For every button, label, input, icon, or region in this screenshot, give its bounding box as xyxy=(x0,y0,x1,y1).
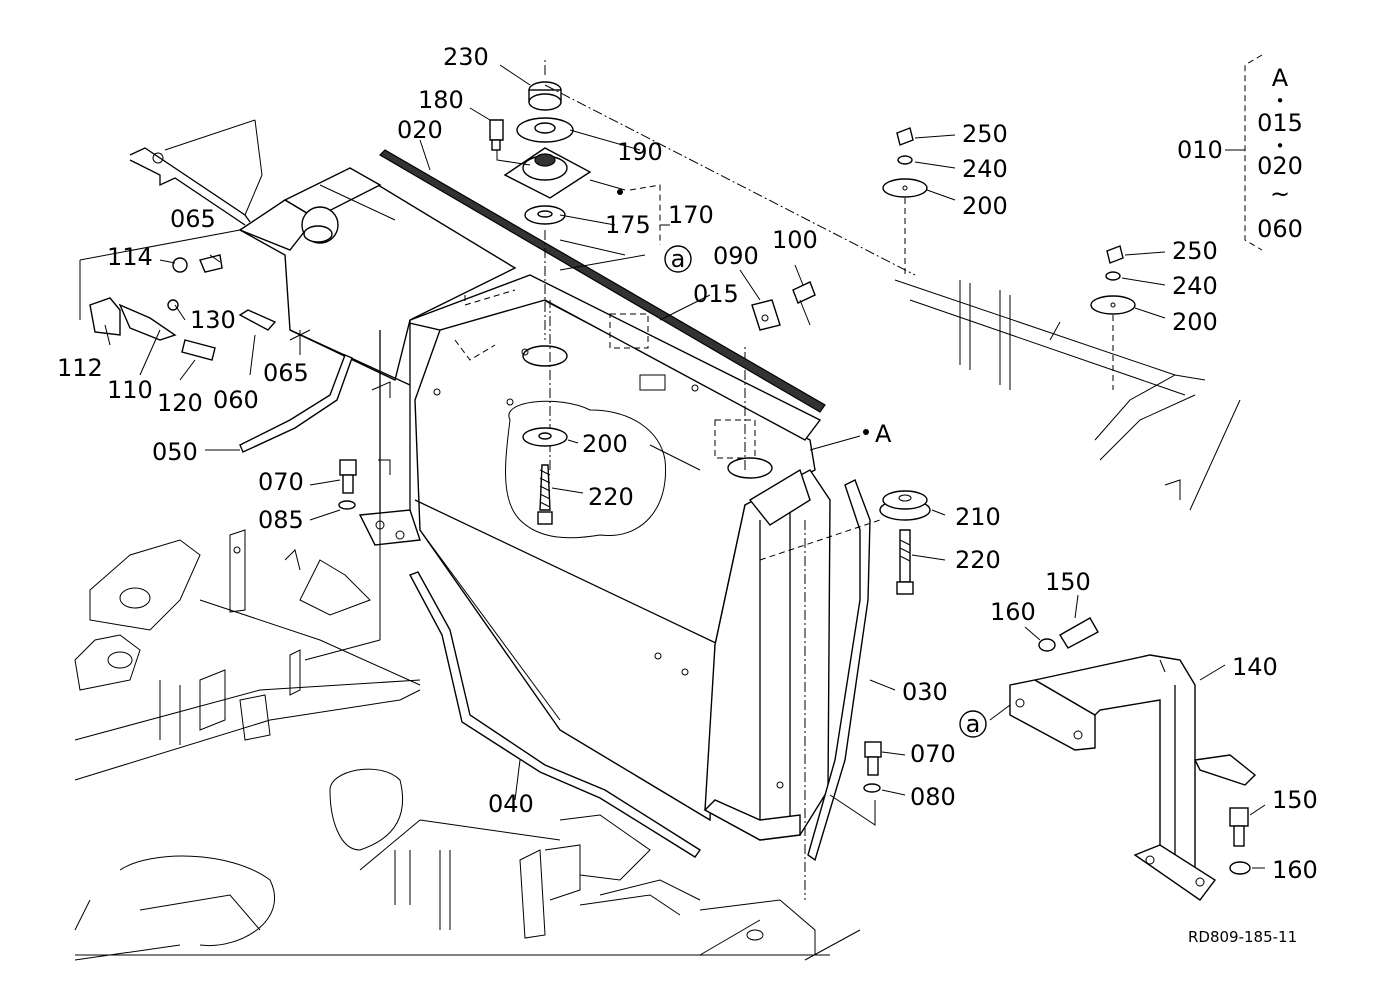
mount-callout xyxy=(505,400,667,539)
label-240-top: 240 xyxy=(962,155,1008,183)
seal-040 xyxy=(409,571,702,858)
bolt-220-right xyxy=(896,529,914,595)
label-190: 190 xyxy=(617,138,663,166)
shroud-box xyxy=(238,167,517,546)
label-065-bottom: 065 xyxy=(263,359,309,387)
label-150-top: 150 xyxy=(1045,568,1091,596)
legend-group-010: 010 xyxy=(1177,136,1223,164)
legend-separator-2: • xyxy=(1276,137,1285,155)
base-frame xyxy=(74,529,861,961)
legend-bracket xyxy=(1225,54,1263,251)
dot-170 xyxy=(617,189,623,195)
label-114: 114 xyxy=(107,243,153,271)
label-150-bottom: 150 xyxy=(1272,786,1318,814)
label-100: 100 xyxy=(772,226,818,254)
label-200-bottom: 200 xyxy=(1172,308,1218,336)
mount-210 xyxy=(879,490,931,521)
latch-bracket xyxy=(79,119,263,361)
mount-stack-top xyxy=(489,60,592,340)
mount-right-bottom xyxy=(1090,245,1136,390)
label-180: 180 xyxy=(418,86,464,114)
label-020: 020 xyxy=(397,116,443,144)
radiator-core xyxy=(402,274,831,841)
bolt-070-a xyxy=(339,459,357,494)
label-160-bottom: 160 xyxy=(1272,856,1318,884)
label-110: 110 xyxy=(107,376,153,404)
label-210: 210 xyxy=(955,503,1001,531)
label-060: 060 xyxy=(213,386,259,414)
label-160-top: 160 xyxy=(990,598,1036,626)
legend-item-020: 020 xyxy=(1257,152,1303,180)
circle-a-top: a xyxy=(664,245,692,273)
stay-140 xyxy=(1009,654,1257,901)
drawing-code: RD809-185-11 xyxy=(1188,928,1297,946)
legend-separator-1: • xyxy=(1276,92,1285,110)
bracket-090 xyxy=(751,281,816,331)
label-050: 050 xyxy=(152,438,198,466)
legend: 010 A • 015 • 020 ~ 060 xyxy=(1177,64,1303,243)
label-220-center: 220 xyxy=(588,483,634,511)
seal-030 xyxy=(807,479,871,862)
bolt-070-b xyxy=(864,741,882,776)
leader-lines xyxy=(104,64,1266,900)
label-085: 085 xyxy=(258,506,304,534)
legend-item-015: 015 xyxy=(1257,109,1303,137)
label-175: 175 xyxy=(605,211,651,239)
bolt-150-a xyxy=(1038,617,1099,652)
label-090: 090 xyxy=(713,242,759,270)
circle-a-bottom: a xyxy=(959,710,987,738)
dot-A xyxy=(863,429,869,435)
circle-a-bottom-text: a xyxy=(966,710,981,738)
label-030: 030 xyxy=(902,678,948,706)
label-250-bottom: 250 xyxy=(1172,237,1218,265)
part-labels: 230 180 020 190 170 175 065 114 130 112 … xyxy=(57,43,1318,884)
legend-item-060: 060 xyxy=(1257,215,1303,243)
seal-060 xyxy=(238,309,277,331)
label-170: 170 xyxy=(668,201,714,229)
label-140: 140 xyxy=(1232,653,1278,681)
label-250-top: 250 xyxy=(962,120,1008,148)
circle-a-top-text: a xyxy=(671,245,686,273)
label-230: 230 xyxy=(443,43,489,71)
label-112: 112 xyxy=(57,354,103,382)
label-220-right: 220 xyxy=(955,546,1001,574)
legend-separator-3: ~ xyxy=(1270,180,1290,208)
label-200-top: 200 xyxy=(962,192,1008,220)
label-040: 040 xyxy=(488,790,534,818)
bolt-150-b xyxy=(1229,807,1251,875)
label-120: 120 xyxy=(157,389,203,417)
label-080: 080 xyxy=(910,783,956,811)
washer-080 xyxy=(863,783,881,793)
washer-085 xyxy=(338,500,356,510)
label-240-bottom: 240 xyxy=(1172,272,1218,300)
label-070-left: 070 xyxy=(258,468,304,496)
frame-right xyxy=(894,279,1241,511)
legend-item-A: A xyxy=(1272,64,1289,92)
label-A: A xyxy=(875,420,892,448)
label-200-center: 200 xyxy=(582,430,628,458)
label-065-top: 065 xyxy=(170,205,216,233)
label-070-right: 070 xyxy=(910,740,956,768)
label-130: 130 xyxy=(190,306,236,334)
mount-right-top xyxy=(882,127,928,275)
seal-020 xyxy=(379,149,826,413)
label-015: 015 xyxy=(693,280,739,308)
seal-050 xyxy=(239,354,353,453)
